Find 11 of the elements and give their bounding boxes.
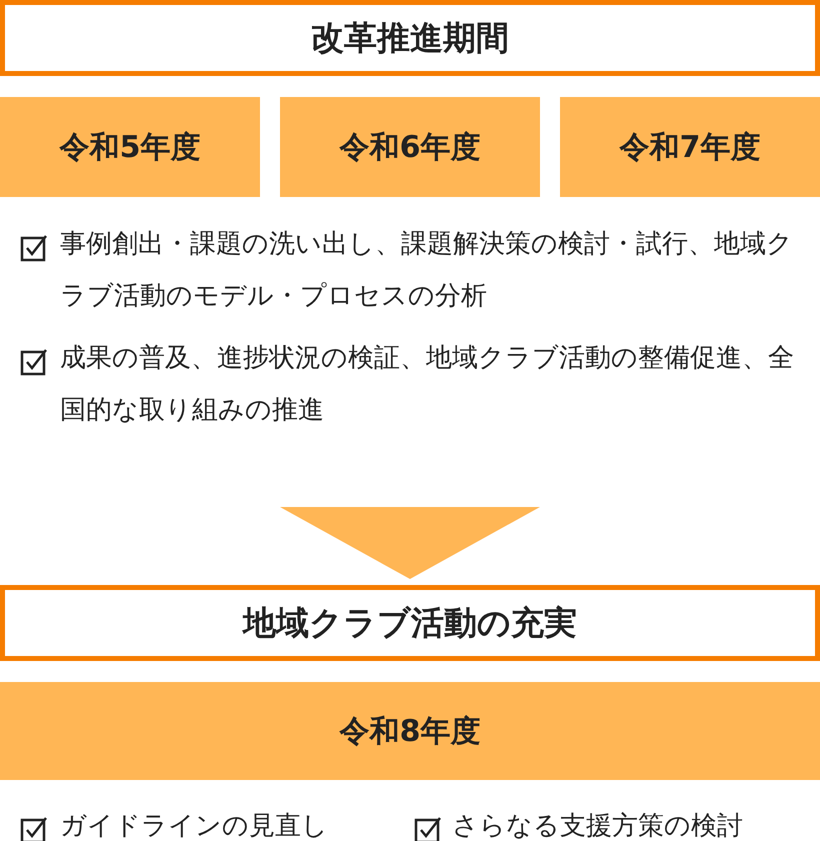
year-box: 令和8年度: [0, 682, 820, 780]
checklist-text: 成果の普及、進捗状況の検証、地域クラブ活動の整備促進、全国的な取り組みの推進: [60, 342, 795, 427]
checklist-text: さらなる支援方策の検討: [452, 810, 744, 841]
checklist-text: 事例創出・課題の洗い出し、課題解決策の検討・試行、地域クラブ活動のモデル・プロセスの分析: [60, 228, 794, 313]
period-header-box: 改革推進期間: [0, 0, 820, 76]
year-box: 令和7年度: [560, 97, 820, 197]
down-arrow: [280, 507, 540, 579]
checklist-text: ガイドラインの見直し: [60, 810, 329, 841]
goal-header-box: 地域クラブ活動の充実: [0, 585, 820, 661]
year-box: 令和6年度: [280, 97, 540, 197]
year-box: 令和5年度: [0, 97, 260, 197]
